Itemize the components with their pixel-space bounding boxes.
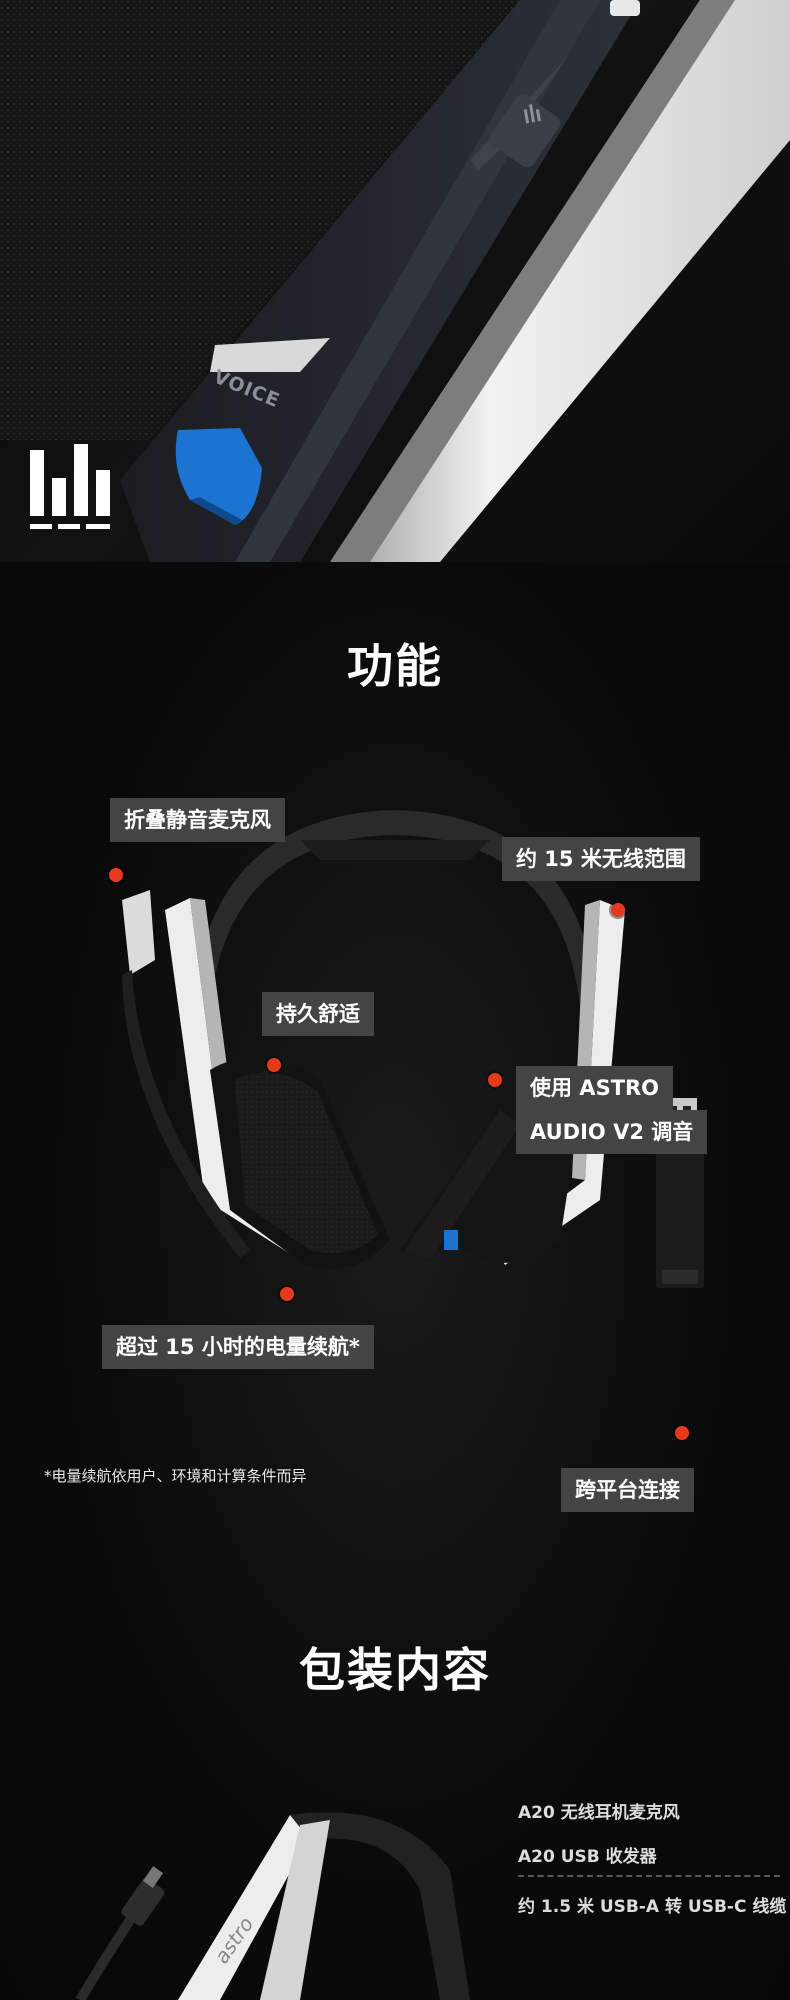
callout-astro-line2: AUDIO V2 调音 — [516, 1110, 708, 1154]
callout-astro-line1: 使用 ASTRO — [516, 1066, 674, 1110]
package-item-headset: A20 无线耳机麦克风 — [518, 1803, 680, 1823]
callout-platform: 跨平台连接 — [561, 1468, 694, 1512]
marker-mic — [109, 868, 123, 882]
package-item-cable: 约 1.5 米 USB-A 转 USB-C 线缆 — [518, 1897, 787, 1917]
marker-platform — [675, 1426, 689, 1440]
headset-closeup-illustration — [0, 0, 790, 562]
bars-logo-icon — [30, 444, 110, 529]
package-title: 包装内容 — [299, 1643, 491, 1697]
marker-range — [611, 903, 625, 917]
package-divider — [518, 1875, 780, 1877]
package-item-receiver: A20 USB 收发器 — [518, 1847, 657, 1867]
callout-battery: 超过 15 小时的电量续航* — [102, 1325, 374, 1369]
features-title: 功能 — [347, 639, 443, 693]
callout-range: 约 15 米无线范围 — [502, 837, 700, 881]
marker-comfort — [267, 1058, 281, 1072]
features-section: 功能 折叠静音麦克风 — [0, 562, 790, 2000]
battery-footnote: *电量续航依用户、环境和计算条件而异 — [44, 1467, 307, 1485]
callout-comfort: 持久舒适 — [262, 992, 374, 1036]
hero-banner: VOICE — [0, 0, 790, 562]
package-headset-illustration: astro — [75, 1812, 470, 2000]
marker-astro — [488, 1073, 502, 1087]
marker-battery — [280, 1287, 294, 1301]
callout-mic: 折叠静音麦克风 — [110, 798, 285, 842]
